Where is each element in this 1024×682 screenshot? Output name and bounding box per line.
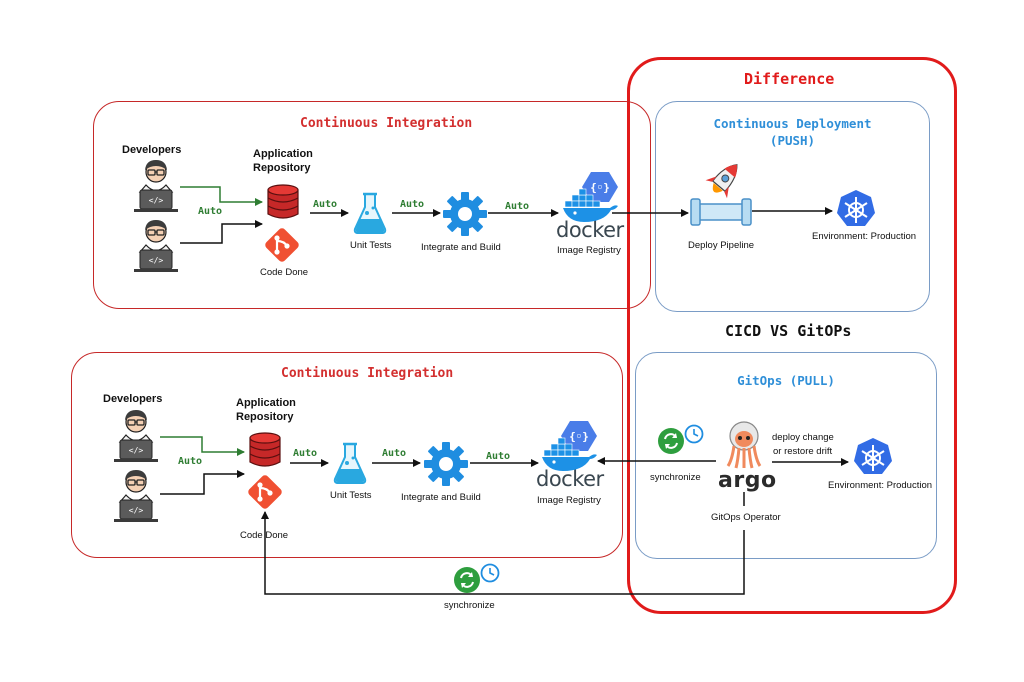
auto-label-build-b: Auto xyxy=(486,451,511,462)
unit-tests-label-b: Unit Tests xyxy=(330,490,372,501)
restore-drift-label: or restore drift xyxy=(773,446,833,457)
dev2-to-repo-arrow-b xyxy=(160,470,245,495)
integrate-build-label: Integrate and Build xyxy=(421,242,501,253)
git-icon xyxy=(265,228,299,262)
code-done-label: Code Done xyxy=(260,267,309,278)
repo-label-b: Application Repository xyxy=(236,396,296,424)
env-production-label-bottom: Environment: Production xyxy=(828,480,933,491)
repo-label-b-line1: Application xyxy=(236,397,296,409)
ci-title-top: Continuous Integration xyxy=(300,116,473,131)
dev1-to-repo-arrow-b xyxy=(160,436,245,456)
auto-label-build: Auto xyxy=(505,201,530,212)
dev1-to-repo-arrow xyxy=(180,186,263,206)
git-icon xyxy=(248,475,282,509)
auto-label-dev: Auto xyxy=(198,206,223,217)
repo-label-line1: Application xyxy=(253,148,313,160)
developer-icon: </> xyxy=(134,220,178,272)
repo-label-line2: Repository xyxy=(253,162,311,174)
unit-tests-label: Unit Tests xyxy=(350,240,392,251)
flask-icon xyxy=(353,192,387,234)
svg-text:</>: </> xyxy=(129,446,144,455)
gitops-pull-box xyxy=(635,352,937,559)
developer-icon: </> xyxy=(114,410,158,462)
gear-icon xyxy=(443,192,487,236)
kubernetes-icon xyxy=(854,438,892,474)
argo-octopus-icon xyxy=(726,421,762,469)
svg-text:</>: </> xyxy=(149,196,164,205)
svg-text:</>: </> xyxy=(129,506,144,515)
sync-icon xyxy=(658,424,704,454)
operator-to-repo-sync-arrow xyxy=(261,511,745,595)
cd-push-box xyxy=(655,101,930,312)
ci-box-bottom xyxy=(71,352,623,558)
kubernetes-icon xyxy=(837,190,875,226)
image-registry-label-b: Image Registry xyxy=(537,495,601,506)
pipeline-icon xyxy=(690,198,752,226)
gitops-title: GitOps (PULL) xyxy=(737,373,835,388)
flask-icon xyxy=(333,442,367,484)
deploy-change-label: deploy change xyxy=(772,432,834,443)
argo-wordmark: argo xyxy=(718,468,777,493)
svg-text:{◦}: {◦} xyxy=(590,181,610,194)
image-registry-label: Image Registry xyxy=(557,245,621,256)
gitops-operator-label: GitOps Operator xyxy=(711,512,781,523)
docker-registry-icon: {◦} xyxy=(542,421,597,471)
auto-label-dev-b: Auto xyxy=(178,456,203,467)
cd-subtitle: (PUSH) xyxy=(769,133,816,148)
developers-label-b: Developers xyxy=(103,393,163,405)
dev2-to-repo-arrow xyxy=(180,220,263,244)
env-production-label-top: Environment: Production xyxy=(812,231,917,242)
auto-label-tests-b: Auto xyxy=(382,448,407,459)
developers-label: Developers xyxy=(122,144,182,156)
code-done-label-b: Code Done xyxy=(240,530,289,541)
cd-title: Continuous Deployment (PUSH) xyxy=(655,115,930,149)
docker-registry-icon: {◦} xyxy=(563,172,618,222)
gear-icon xyxy=(424,442,468,486)
sync-icon xyxy=(454,563,500,593)
auto-label-repo-b: Auto xyxy=(293,448,318,459)
ci-box-top xyxy=(93,101,651,309)
cicd-vs-gitops-title: CICD VS GitOPs xyxy=(725,322,852,340)
repo-label: Application Repository xyxy=(253,147,313,175)
difference-title: Difference xyxy=(744,70,835,88)
ci-title-bottom: Continuous Integration xyxy=(281,366,454,381)
rocket-icon xyxy=(705,163,738,199)
database-icon xyxy=(267,184,299,219)
integrate-build-label-b: Integrate and Build xyxy=(401,492,481,503)
repo-label-b-line2: Repository xyxy=(236,411,294,423)
developer-icon: </> xyxy=(134,160,178,212)
svg-text:{◦}: {◦} xyxy=(569,430,589,443)
svg-text:</>: </> xyxy=(149,256,164,265)
synchronize-label-bottom: synchronize xyxy=(444,600,495,611)
synchronize-label-argo: synchronize xyxy=(650,472,701,483)
difference-frame xyxy=(627,57,957,614)
deploy-pipeline-label: Deploy Pipeline xyxy=(688,240,755,251)
developer-icon: </> xyxy=(114,470,158,522)
cd-title-line: Continuous Deployment xyxy=(713,116,872,131)
auto-label-repo: Auto xyxy=(313,199,338,210)
docker-wordmark-b: docker xyxy=(536,467,604,491)
database-icon xyxy=(249,432,281,467)
docker-wordmark: docker xyxy=(556,218,624,242)
auto-label-tests: Auto xyxy=(400,199,425,210)
